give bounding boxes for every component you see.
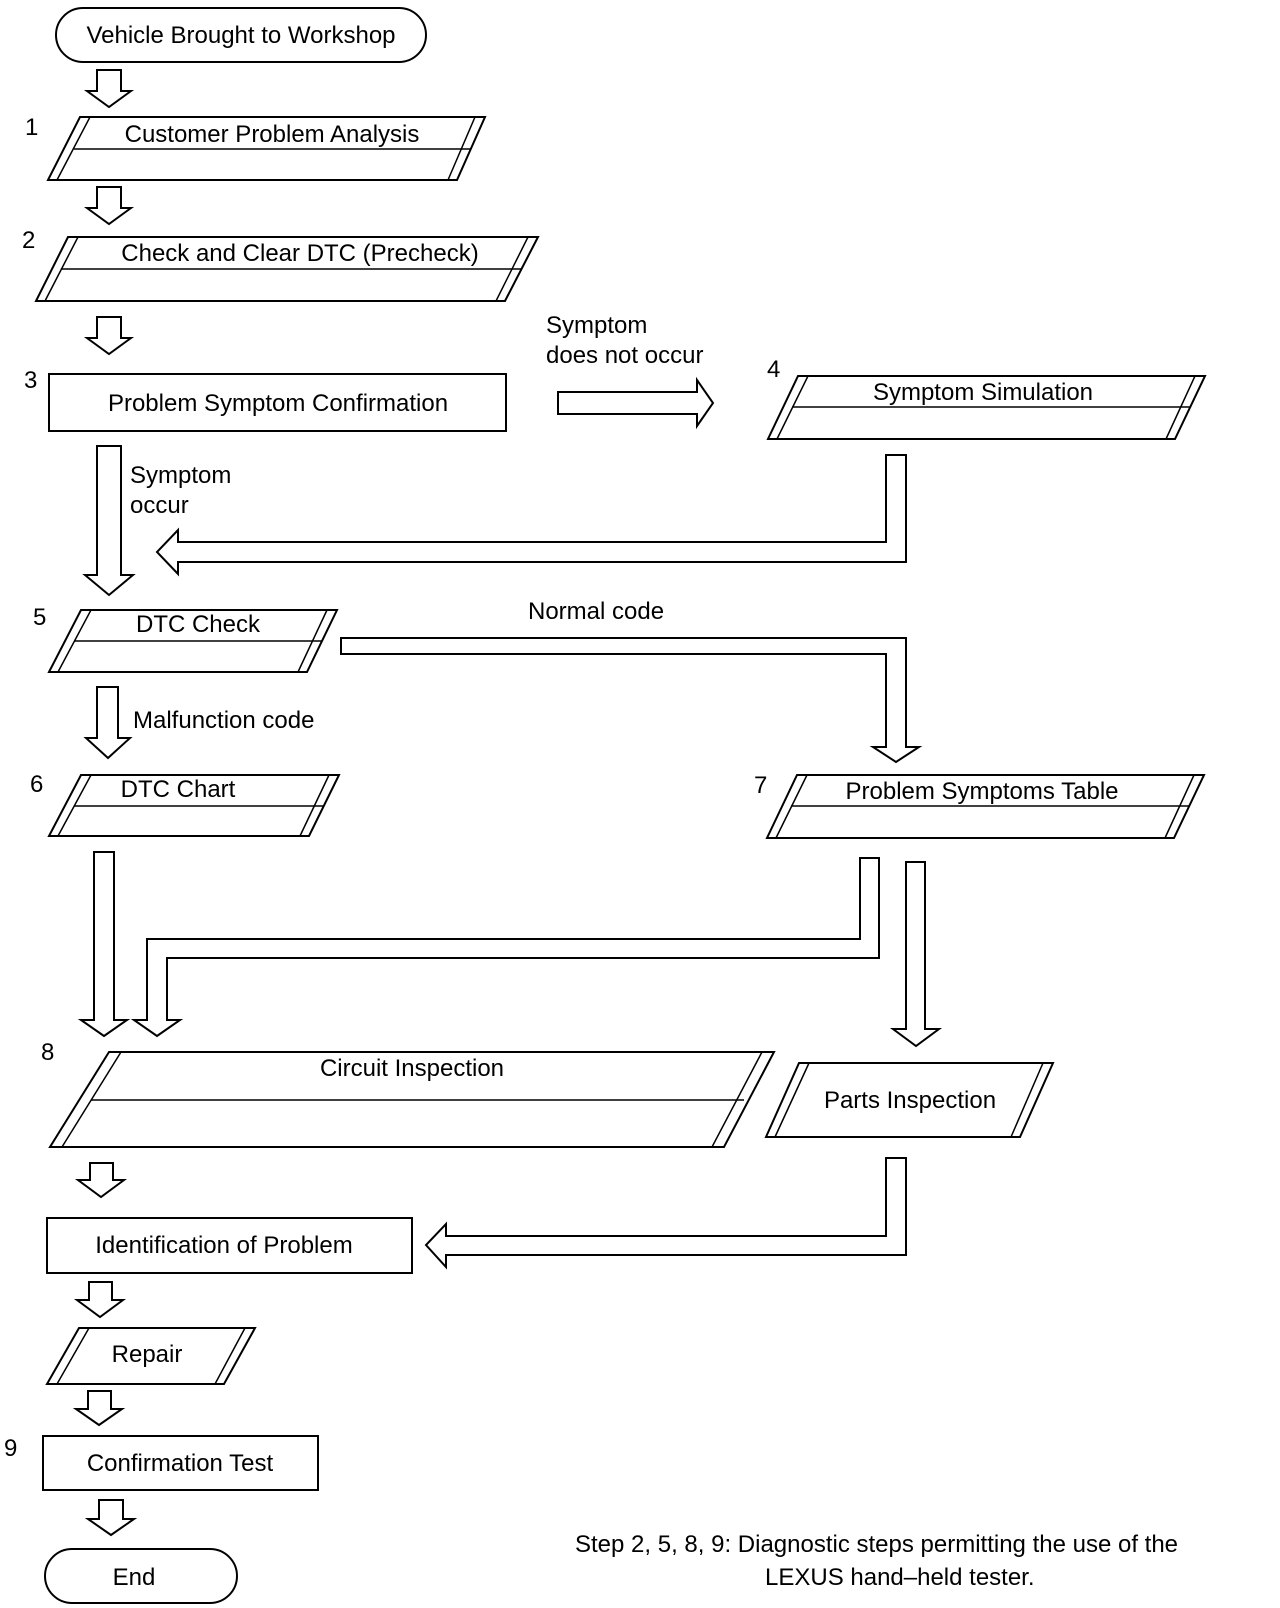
step2-box: Check and Clear DTC (Precheck) [34, 236, 540, 302]
edge-label-not-occur-2: does not occur [546, 342, 703, 369]
step1-number: 1 [25, 114, 38, 141]
arrow-parts-to-identification [424, 1157, 907, 1270]
edge-label-normal-code: Normal code [528, 598, 664, 625]
step1-label: Customer Problem Analysis [125, 121, 420, 148]
step8-number: 8 [41, 1039, 54, 1066]
step5-box: DTC Check [47, 609, 339, 673]
step2-label: Check and Clear DTC (Precheck) [121, 240, 478, 267]
arrow-step3-to-step5 [82, 445, 136, 597]
identification-box: Identification of Problem [46, 1217, 413, 1274]
step7-label: Problem Symptoms Table [846, 778, 1119, 805]
step6-box: DTC Chart [47, 774, 341, 837]
end-terminal: End [44, 1548, 238, 1604]
start-terminal: Vehicle Brought to Workshop [55, 7, 427, 63]
arrow-identification-to-repair [73, 1281, 127, 1319]
arrow-start-to-step1 [83, 69, 135, 109]
step9-label: Confirmation Test [87, 1450, 274, 1477]
arrow-step2-to-step3 [83, 316, 135, 356]
arrow-step1-to-step2 [83, 186, 135, 226]
arrow-step5-to-step6 [83, 686, 133, 760]
identification-label: Identification of Problem [95, 1232, 352, 1259]
arrow-step8-to-identification [74, 1162, 128, 1199]
step4-number: 4 [767, 356, 780, 383]
step1-box: Customer Problem Analysis [46, 116, 487, 181]
repair-box: Repair [45, 1327, 257, 1385]
step6-label: DTC Chart [121, 776, 236, 803]
start-label: Vehicle Brought to Workshop [86, 22, 395, 49]
edge-label-malfunction-code: Malfunction code [133, 707, 314, 734]
step2-number: 2 [22, 227, 35, 254]
step4-box: Symptom Simulation [766, 375, 1207, 440]
step8-label: Circuit Inspection [320, 1055, 504, 1082]
footnote-line1: Step 2, 5, 8, 9: Diagnostic steps permit… [575, 1531, 1178, 1558]
arrow-step4-return [155, 454, 907, 577]
arrow-step5-to-step7 [340, 637, 923, 764]
step4-label: Symptom Simulation [873, 379, 1093, 406]
arrow-step6-to-step8 [77, 851, 131, 1038]
edge-label-occur-2: occur [130, 492, 189, 519]
step5-number: 5 [33, 604, 46, 631]
arrow-step9-to-end [84, 1499, 138, 1537]
step7-number: 7 [754, 772, 767, 799]
arrow-step7-to-step8 [130, 857, 880, 1038]
end-label: End [113, 1564, 156, 1591]
footnote-line2: LEXUS hand–held tester. [765, 1564, 1035, 1591]
step3-label: Problem Symptom Confirmation [108, 390, 448, 417]
repair-label: Repair [112, 1341, 183, 1368]
step6-number: 6 [30, 771, 43, 798]
arrow-step3-to-step4 [557, 376, 715, 430]
parts-inspection-label: Parts Inspection [824, 1087, 996, 1114]
arrow-repair-to-step9 [72, 1390, 126, 1427]
step3-number: 3 [24, 367, 37, 394]
step5-label: DTC Check [136, 611, 261, 638]
edge-label-occur-1: Symptom [130, 462, 231, 489]
edge-label-not-occur-1: Symptom [546, 312, 647, 339]
step7-box: Problem Symptoms Table [765, 774, 1206, 839]
step8-box: Circuit Inspection [48, 1051, 776, 1148]
step9-number: 9 [4, 1435, 17, 1462]
parts-inspection-box: Parts Inspection [764, 1062, 1055, 1138]
step9-box: Confirmation Test [42, 1435, 319, 1491]
step3-box: Problem Symptom Confirmation [48, 373, 507, 432]
arrow-step7-to-parts [889, 861, 943, 1048]
